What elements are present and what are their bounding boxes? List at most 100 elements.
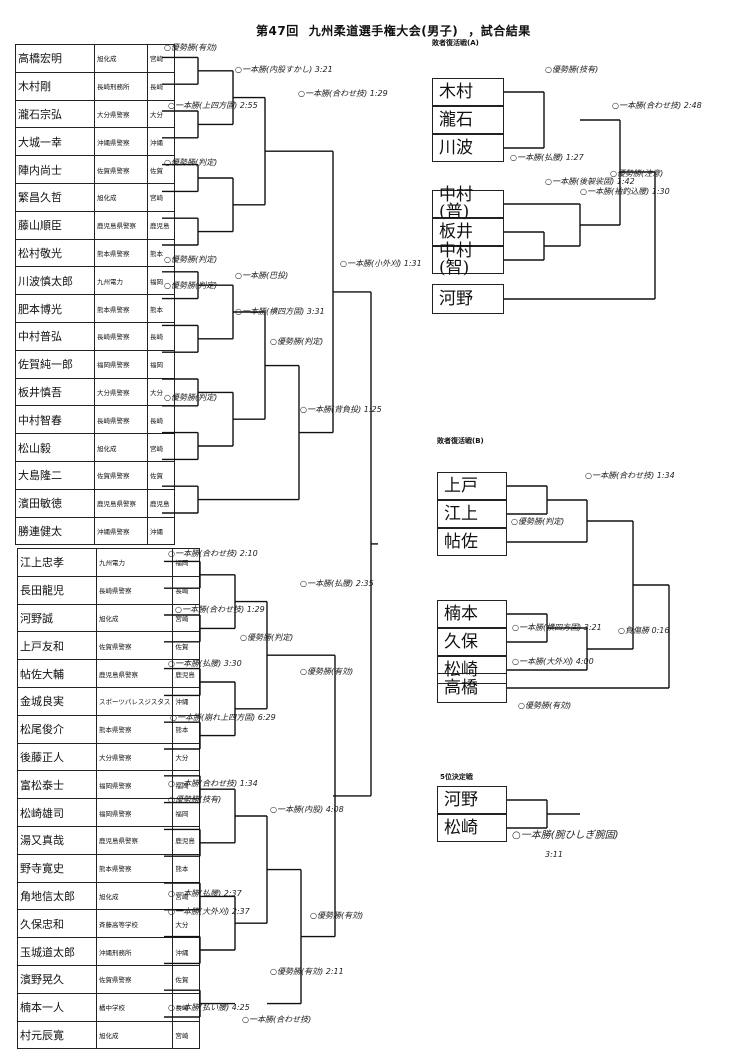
roster-row: 勝連健太沖縄県警察沖縄 (15, 516, 175, 546)
athlete-prefecture: 大分 (172, 909, 201, 939)
athlete-club: 旭化成 (95, 603, 174, 633)
match-note: ○優勢勝(判定) (164, 393, 218, 402)
roster-row: 村元辰寛旭化成宮崎 (17, 1020, 201, 1050)
repechage-entry: 板井 (432, 218, 504, 246)
athlete-name: 勝連健太 (15, 516, 95, 546)
match-note: ○優勢勝(技有) (545, 65, 599, 74)
athlete-club: 鹿児島県警察 (94, 210, 148, 240)
roster-row: 繁昌久哲旭化成宮崎 (15, 182, 175, 212)
athlete-club: 旭化成 (95, 1020, 174, 1050)
match-note: ○優勢勝(判定) (164, 255, 218, 264)
athlete-name: 川波慎太郎 (15, 266, 95, 296)
athlete-club: 福岡県警察 (95, 770, 174, 800)
match-note: ○優勢勝(有効) (518, 701, 572, 710)
roster-row: 野寺寛史熊本県警察熊本 (17, 853, 201, 883)
roster-row: 久保忠和斉藤高等学校大分 (17, 909, 201, 939)
athlete-name: 楠本一人 (17, 992, 97, 1022)
match-note: ○優勢勝(有効) (310, 911, 364, 920)
athlete-name: 江上忠孝 (17, 548, 97, 577)
athlete-name: 大城一幸 (15, 127, 95, 157)
athlete-name: 中村普弘 (15, 321, 95, 351)
roster-row: 高橋宏明旭化成宮崎 (15, 44, 175, 73)
roster-row: 長田龍児長崎県警察長崎 (17, 575, 201, 605)
match-note: ○一本勝(払腰) 3:30 (168, 659, 242, 668)
match-note: ○一本勝(払腰) 2:35 (300, 579, 374, 588)
athlete-club: 沖縄県警察 (94, 127, 148, 157)
roster-row: 藤山順臣鹿児島県警察鹿児島 (15, 210, 175, 240)
roster-row: 佐賀純一郎福岡県警察福岡 (15, 349, 175, 379)
fifth-place-label: 5位決定戦 (440, 773, 473, 781)
repechage-entry: 川波 (432, 134, 504, 162)
athlete-name: 村元辰寛 (17, 1020, 97, 1050)
roster-row: 大城一幸沖縄県警察沖縄 (15, 127, 175, 157)
athlete-name: 陣内尚士 (15, 155, 95, 184)
match-note: ○一本勝(払腰) 2:37 (168, 889, 242, 898)
athlete-name: 上戸友和 (17, 631, 97, 661)
athlete-prefecture: 佐賀 (172, 631, 201, 661)
roster-row: 濱野晃久佐賀県警察佐賀 (17, 964, 201, 994)
athlete-prefecture: 沖縄 (147, 127, 175, 157)
match-note: ○一本勝(横四方固) 3:21 (512, 623, 602, 632)
athlete-prefecture: 長崎 (147, 405, 175, 435)
repechage-entry: 松崎 (437, 814, 507, 842)
roster-row: 陣内尚士佐賀県警察佐賀 (15, 155, 175, 184)
athlete-name: 木村剛 (15, 71, 95, 101)
match-note: ○優勢勝(有効) 2:11 (270, 967, 344, 976)
match-note: ○優勢勝(判定) (240, 633, 294, 642)
match-note: ○一本勝(袖釣込腰) 1:30 (580, 187, 670, 196)
match-note: ○一本勝(内股) 4:08 (270, 805, 344, 814)
athlete-club: 熊本県警察 (94, 294, 148, 323)
athlete-name: 松村敬光 (15, 238, 95, 268)
athlete-prefecture: 熊本 (172, 853, 201, 883)
match-note: ○負傷勝 0:16 (618, 626, 670, 635)
repechage-entry: 河野 (432, 284, 504, 314)
repechage-entry: 木村 (432, 78, 504, 106)
match-note: ○優勢勝(注意) (610, 169, 664, 178)
title-suffix: ，試合結果 (468, 24, 531, 38)
roster-row: 角地信太郎旭化成宮崎 (17, 881, 201, 911)
athlete-club: 長崎県警察 (94, 405, 148, 435)
roster-row: 松尾俊介熊本県警察熊本 (17, 714, 201, 744)
repechage-entry: 久保 (437, 628, 507, 656)
athlete-name: 野寺寛史 (17, 853, 97, 883)
repechage-entry: 河野 (437, 786, 507, 814)
roster-row: 上戸友和佐賀県警察佐賀 (17, 631, 201, 661)
athlete-name: 長田龍児 (17, 575, 97, 605)
roster-row: 金城良実スポーツパレスジスタス沖縄 (17, 686, 201, 716)
athlete-club: 九州電力 (95, 548, 174, 577)
match-note: ○一本勝(合わせ技) 1:34 (168, 779, 258, 788)
fifth-place-result: ○一本勝(腕ひしぎ腕固) (512, 830, 619, 841)
athlete-club: 沖縄刑務所 (95, 937, 174, 966)
match-note: ○一本勝(上四方固) 2:55 (168, 101, 258, 110)
athlete-prefecture: 宮崎 (147, 182, 175, 212)
bracket-a-roster: 高橋宏明旭化成宮崎木村剛長崎刑務所長崎瀧石宗弘大分県警察大分大城一幸沖縄県警察沖… (15, 44, 175, 546)
match-note: ○優勢勝(判定) (164, 158, 218, 167)
athlete-name: 濱野晃久 (17, 964, 97, 994)
athlete-prefecture: 熊本 (147, 238, 175, 268)
athlete-club: 大分県警察 (94, 99, 148, 129)
match-note: ○一本勝(小外刈) 1:31 (340, 259, 422, 268)
match-note: ○優勢勝(判定) (164, 281, 218, 290)
athlete-club: 熊本県警察 (95, 853, 174, 883)
repechage-a-label: 敗者復活戦(A) (432, 39, 479, 47)
athlete-prefecture: 大分 (172, 742, 201, 772)
repechage-entry: 楠本 (437, 600, 507, 628)
repechage-entry: 高橋 (437, 673, 507, 703)
match-note: ○一本勝(内股すかし) 3:21 (235, 65, 333, 74)
repechage-entry: 瀧石 (432, 106, 504, 134)
athlete-prefecture: 宮崎 (172, 1020, 201, 1050)
athlete-name: 松崎雄司 (17, 798, 97, 827)
match-note: ○一本勝(払腰) 1:27 (510, 153, 584, 162)
match-note: ○一本勝(合わせ技) 1:34 (585, 471, 675, 480)
match-note: ○一本勝(背負投) 1:25 (300, 405, 382, 414)
athlete-club: スポーツパレスジスタス (95, 686, 174, 716)
athlete-club: 福岡県警察 (95, 798, 174, 827)
repechage-entry: 中村(智) (432, 243, 504, 277)
roster-row: 中村普弘長崎県警察長崎 (15, 321, 175, 351)
athlete-prefecture: 鹿児島 (172, 659, 201, 688)
athlete-club: 熊本県警察 (95, 714, 174, 744)
athlete-prefecture: 長崎 (147, 71, 175, 101)
athlete-prefecture: 佐賀 (147, 460, 175, 490)
match-note: ○一本勝(巴投) (235, 271, 289, 280)
